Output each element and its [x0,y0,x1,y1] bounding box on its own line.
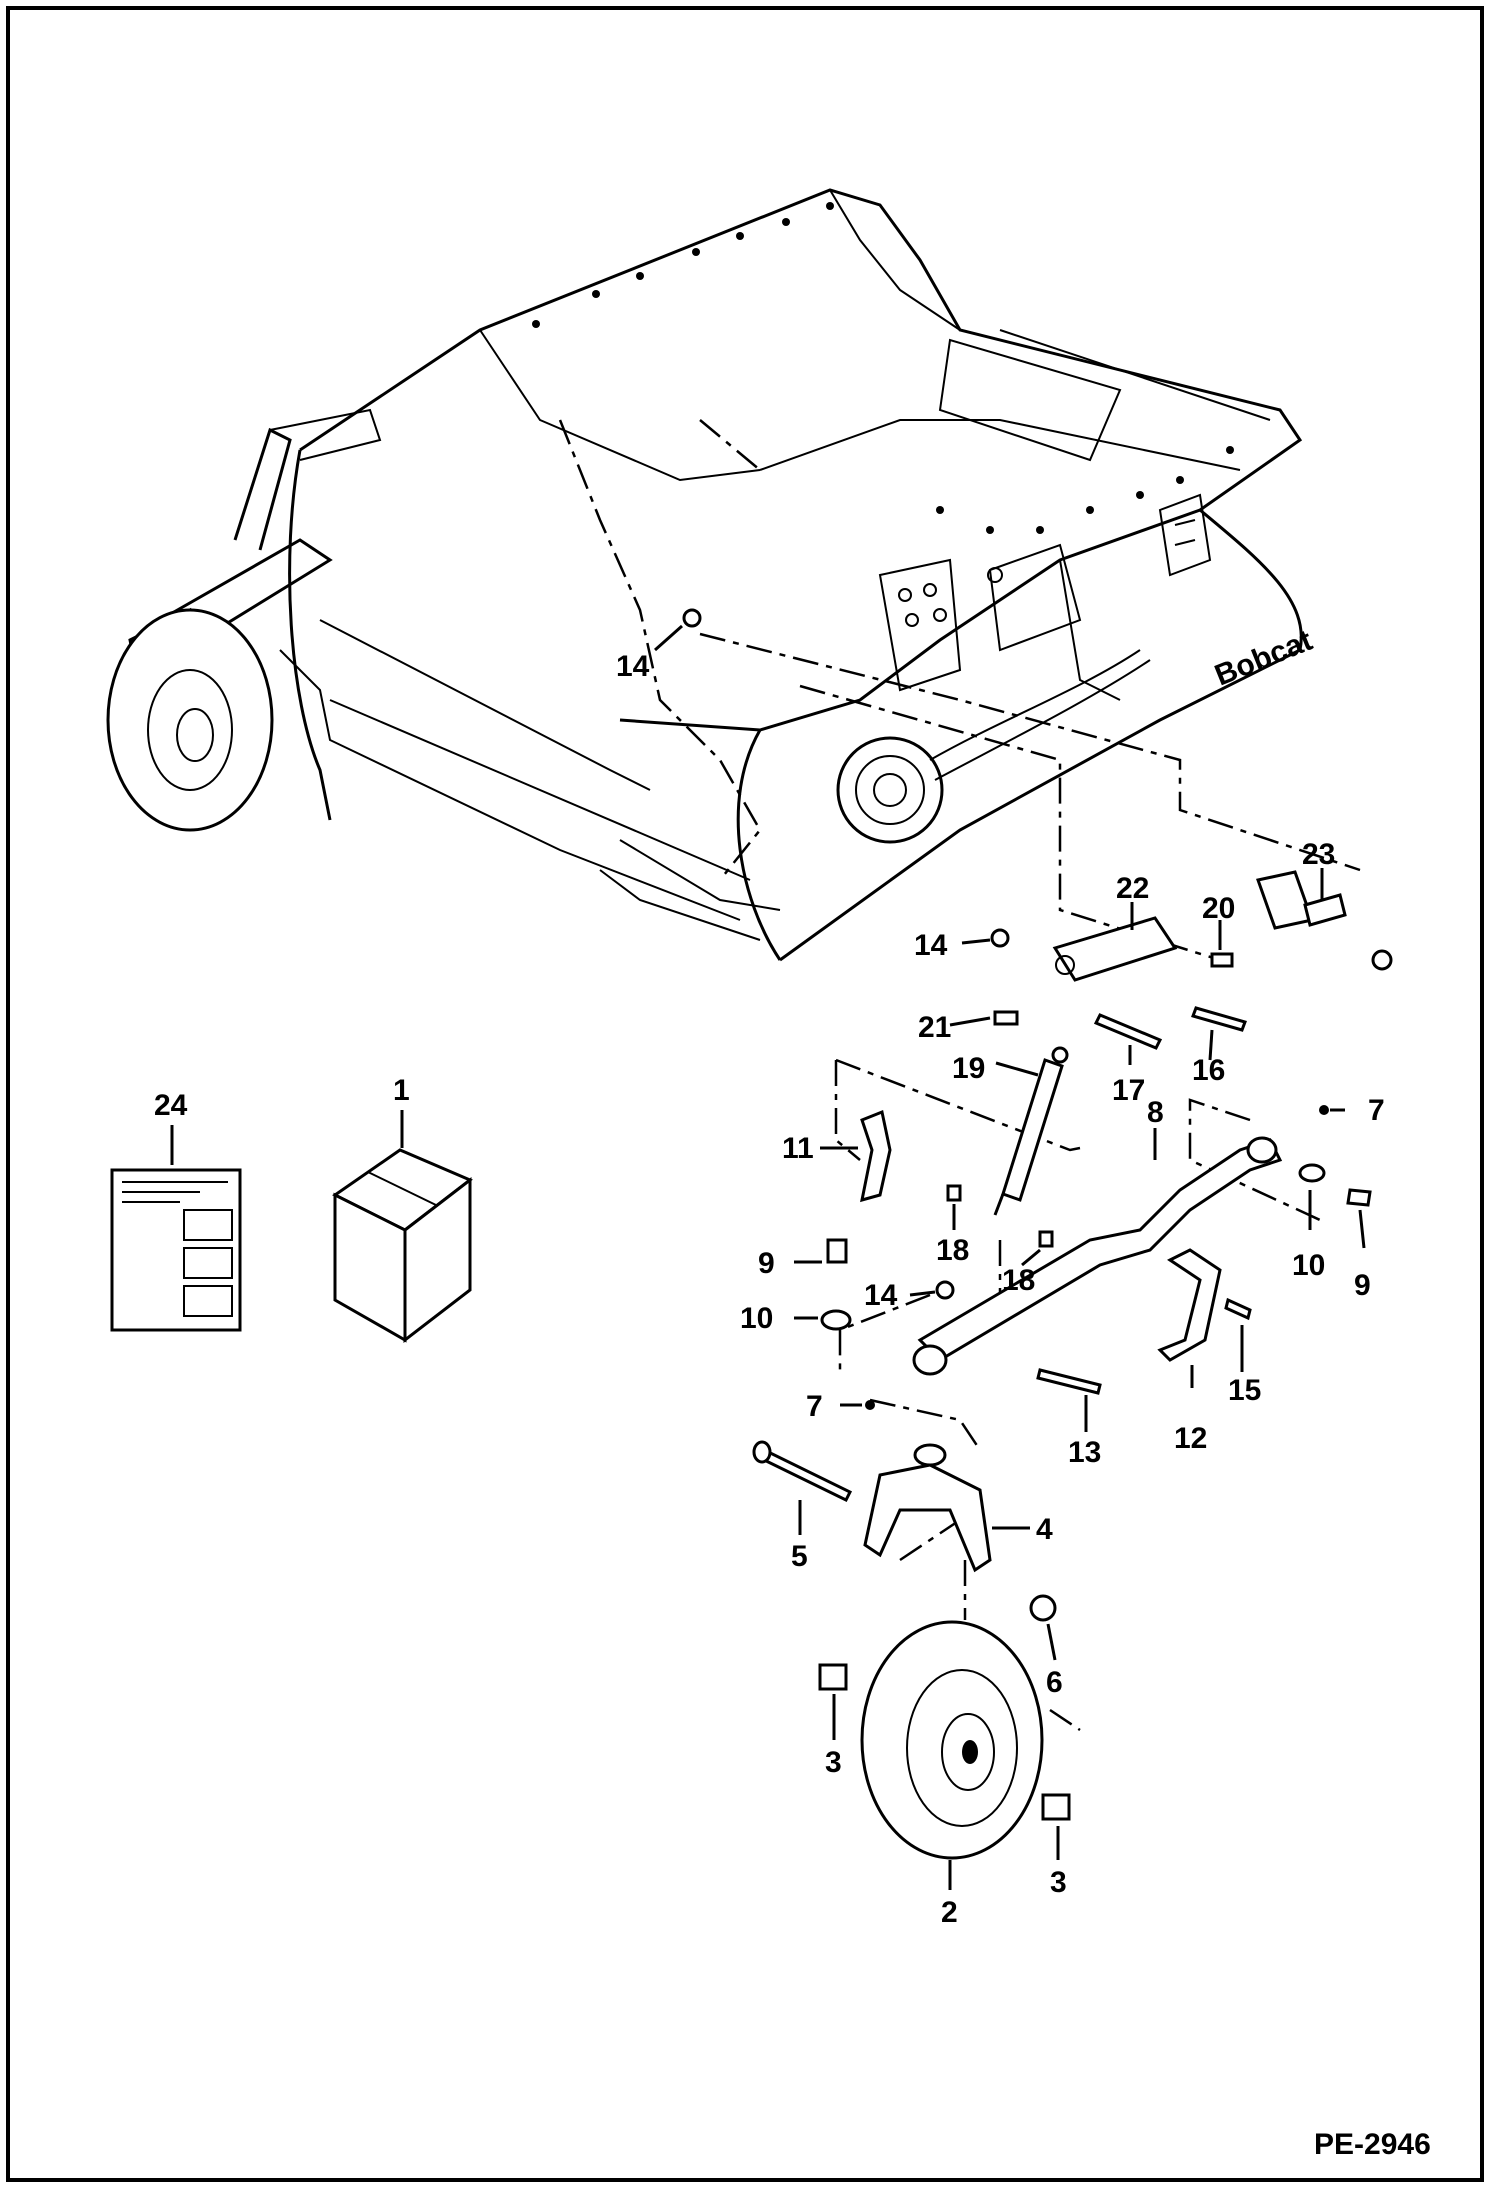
nut-6 [1029,1594,1057,1622]
wheel-2 [860,1620,1044,1860]
pin-21 [993,1010,1019,1026]
nut-14c [935,1280,955,1300]
nut-14b [990,928,1010,948]
callout-1: 1 [393,1074,410,1107]
callout-13: 13 [1068,1436,1101,1469]
callout-9b: 9 [758,1247,775,1280]
bolt-16 [1191,1006,1247,1032]
callout-14c: 14 [864,1279,898,1312]
callout-8: 8 [1147,1096,1164,1129]
callout-9a: 9 [1354,1269,1371,1302]
brand-label: Bobcat [1210,624,1317,693]
callout-23: 23 [1302,838,1335,871]
pin-20 [1210,952,1234,968]
mower-deck-housing [106,188,1303,962]
bracket-11 [860,1109,892,1203]
callout-24: 24 [154,1089,188,1122]
manual-24 [110,1168,242,1332]
washer-10b [820,1309,852,1331]
callout-18b: 18 [1002,1264,1035,1297]
bolt-9a [1346,1188,1372,1207]
bracket-12 [1157,1248,1222,1362]
spacer-3a [818,1663,848,1691]
callout-6: 6 [1046,1666,1063,1699]
mounting-plate-23 [1256,870,1314,930]
callout-3b: 3 [1050,1866,1067,1899]
callout-14b: 14 [914,929,948,962]
callout-12: 12 [1174,1422,1207,1455]
callout-20: 20 [1202,892,1235,925]
callout-3a: 3 [825,1746,842,1779]
bolt-18b [1038,1230,1054,1248]
callout-14a: 14 [616,650,650,683]
parts-explosion [110,608,1393,1860]
callout-10a: 10 [1292,1249,1325,1282]
callout-7a: 7 [1368,1094,1385,1127]
callout-2: 2 [941,1896,958,1929]
strut-19 [1001,1058,1064,1202]
bolt-18a [946,1184,962,1202]
callout-17: 17 [1112,1074,1145,1107]
caster-fork-4 [863,1463,992,1573]
bracket-22 [1052,916,1178,982]
callout-7b: 7 [806,1390,823,1423]
spacer-3b [1041,1793,1071,1821]
washer-10a [1298,1163,1326,1183]
figure-id: PE-2946 [1314,2128,1431,2161]
callout-labels: 14 23 22 20 14 21 17 16 19 24 1 7 8 11 1… [154,650,1385,1929]
callout-4: 4 [1036,1513,1053,1546]
callout-18a: 18 [936,1234,969,1267]
callout-19: 19 [952,1052,985,1085]
bolt-13 [1036,1368,1102,1395]
bolt-9b [826,1238,848,1264]
callout-15: 15 [1228,1374,1261,1407]
leader-lines [170,624,1366,1890]
bolt-17 [1093,1013,1163,1050]
callout-16: 16 [1192,1054,1225,1087]
diagram-frame [6,6,1484,2182]
callout-10b: 10 [740,1302,773,1335]
callout-21: 21 [918,1011,951,1044]
callout-5: 5 [791,1540,808,1573]
bolt-15 [1224,1297,1252,1321]
callout-22: 22 [1116,872,1149,905]
caster-arm-8 [917,1138,1283,1362]
nut-14a [682,608,702,628]
callout-11: 11 [782,1132,814,1165]
